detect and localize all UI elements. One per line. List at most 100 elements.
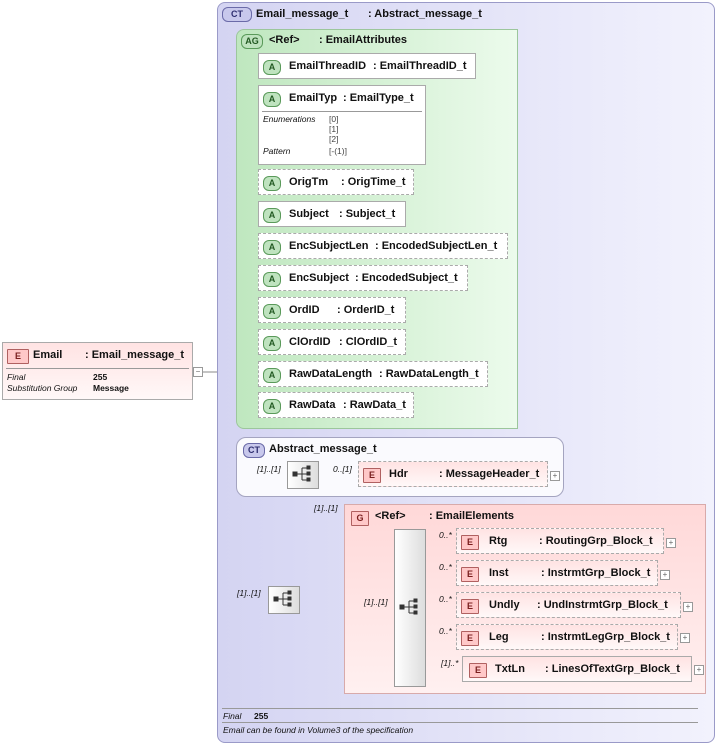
attribute-ord-id[interactable]: A OrdID : OrderID_t (258, 297, 406, 323)
group-type: : EmailElements (429, 510, 514, 522)
abstract-type-name: Abstract_message_t (269, 443, 377, 455)
hdr-expand-icon[interactable]: + (550, 471, 560, 481)
facet-divider (262, 111, 422, 112)
inst-expand-icon[interactable]: + (660, 570, 670, 580)
sequence-icon-glyph (292, 465, 311, 482)
attribute-icon: A (263, 60, 281, 75)
footer-divider (222, 708, 698, 709)
attribute-email-thread-id[interactable]: A EmailThreadID : EmailThreadID_t (258, 53, 476, 79)
element-multiplicity: 0..* (439, 626, 452, 636)
attribute-type: : RawDataLength_t (379, 368, 479, 380)
element-type: : LinesOfTextGrp_Block_t (545, 663, 680, 675)
outer-sequence-icon[interactable] (268, 586, 300, 614)
attribute-raw-data[interactable]: A RawData : RawData_t (258, 392, 414, 418)
attribute-icon: A (263, 208, 281, 223)
enumerations-label: Enumerations (263, 114, 316, 124)
attribute-name: OrdID (289, 304, 320, 316)
complex-type-icon: CT (243, 443, 265, 458)
footer-final-value: 255 (254, 711, 269, 721)
group-sequence-icon[interactable] (394, 529, 426, 687)
enum-value: [0] (329, 114, 339, 124)
complex-type-icon: CT (222, 7, 252, 22)
attribute-icon: A (263, 368, 281, 383)
footer-divider-2 (222, 722, 698, 723)
attribute-raw-data-length[interactable]: A RawDataLength : RawDataLength_t (258, 361, 488, 387)
element-type: : InstrmtLegGrp_Block_t (541, 631, 670, 643)
attribute-enc-subject-len[interactable]: A EncSubjectLen : EncodedSubjectLen_t (258, 233, 508, 259)
element-inst[interactable]: E Inst : InstrmtGrp_Block_t (456, 560, 658, 586)
sequence-icon[interactable] (287, 461, 319, 489)
attribute-type: : EncodedSubject_t (355, 272, 458, 284)
sequence-icon-glyph (273, 590, 292, 607)
txtln-expand-icon[interactable]: + (694, 665, 704, 675)
element-icon: E (461, 535, 479, 550)
attribute-type: : EmailType_t (343, 92, 414, 104)
group-multiplicity: [1]..[1] (314, 503, 338, 513)
element-icon: E (363, 468, 381, 483)
attribute-type: : Subject_t (339, 208, 396, 220)
substitution-group-label: Substitution Group (7, 383, 78, 393)
root-element-type: : Email_message_t (85, 349, 185, 361)
leg-expand-icon[interactable]: + (680, 633, 690, 643)
attribute-type: : EncodedSubjectLen_t (375, 240, 498, 252)
element-txtln[interactable]: E TxtLn : LinesOfTextGrp_Block_t (462, 656, 692, 682)
attribute-cl-ord-id[interactable]: A ClOrdID : ClOrdID_t (258, 329, 406, 355)
hdr-multiplicity: 0..[1] (333, 464, 352, 474)
footer-note: Email can be found in Volume3 of the spe… (223, 725, 414, 735)
attribute-group-icon: AG (241, 34, 263, 49)
attribute-orig-tm[interactable]: A OrigTm : OrigTime_t (258, 169, 414, 195)
footer-final-label: Final (223, 711, 242, 721)
sequence-icon-glyph (399, 598, 418, 615)
attribute-icon: A (263, 92, 281, 107)
attribute-type: : OrderID_t (337, 304, 395, 316)
group-icon: G (351, 511, 369, 526)
group-ref: <Ref> (375, 510, 406, 522)
attribute-name: RawDataLength (289, 368, 373, 380)
attribute-type: : OrigTime_t (341, 176, 406, 188)
attribute-icon: A (263, 399, 281, 414)
attribute-name: EncSubjectLen (289, 240, 369, 252)
element-icon: E (461, 599, 479, 614)
element-name: Rtg (489, 535, 508, 547)
abstract-multiplicity: [1]..[1] (257, 464, 281, 474)
element-hdr[interactable]: E Hdr : MessageHeader_t (358, 461, 548, 487)
final-label: Final (7, 372, 26, 382)
element-undly[interactable]: E Undly : UndInstrmtGrp_Block_t (456, 592, 681, 618)
attribute-email-typ[interactable]: A EmailTyp : EmailType_t Enumerations [0… (258, 85, 426, 165)
element-icon: E (469, 663, 487, 678)
enum-value: [2] (329, 134, 339, 144)
attribute-enc-subject[interactable]: A EncSubject : EncodedSubject_t (258, 265, 468, 291)
attribute-type: : RawData_t (343, 399, 406, 411)
element-name: TxtLn (495, 663, 525, 675)
root-element-email[interactable]: E Email : Email_message_t Final 255 Subs… (2, 342, 193, 400)
attribute-group-type: : EmailAttributes (319, 34, 408, 46)
element-icon: E (461, 567, 479, 582)
element-name: Undly (489, 599, 520, 611)
group-sequence-multiplicity: [1]..[1] (364, 597, 388, 607)
element-multiplicity: [1]..* (441, 658, 459, 668)
attribute-name: OrigTm (289, 176, 329, 188)
attribute-name: Subject (289, 208, 329, 220)
pattern-label: Pattern (263, 146, 291, 156)
element-multiplicity: 0..* (439, 530, 452, 540)
attribute-subject[interactable]: A Subject : Subject_t (258, 201, 406, 227)
root-element-name: Email (33, 349, 63, 361)
attribute-icon: A (263, 304, 281, 319)
element-name: Inst (489, 567, 509, 579)
element-icon: E (7, 349, 29, 364)
attribute-group-ref: <Ref> (269, 34, 300, 46)
root-collapse-icon[interactable]: − (193, 367, 203, 377)
attribute-name: EncSubject (289, 272, 349, 284)
pattern-value: [-(1)] (329, 146, 347, 156)
element-multiplicity: 0..* (439, 594, 452, 604)
attribute-type: : EmailThreadID_t (373, 60, 467, 72)
rtg-expand-icon[interactable]: + (666, 538, 676, 548)
attribute-name: RawData (289, 399, 336, 411)
outer-sequence-multiplicity: [1]..[1] (237, 588, 261, 598)
element-leg[interactable]: E Leg : InstrmtLegGrp_Block_t (456, 624, 678, 650)
attribute-icon: A (263, 240, 281, 255)
undly-expand-icon[interactable]: + (683, 602, 693, 612)
attribute-name: ClOrdID (289, 336, 331, 348)
root-divider (6, 368, 189, 369)
element-rtg[interactable]: E Rtg : RoutingGrp_Block_t (456, 528, 664, 554)
